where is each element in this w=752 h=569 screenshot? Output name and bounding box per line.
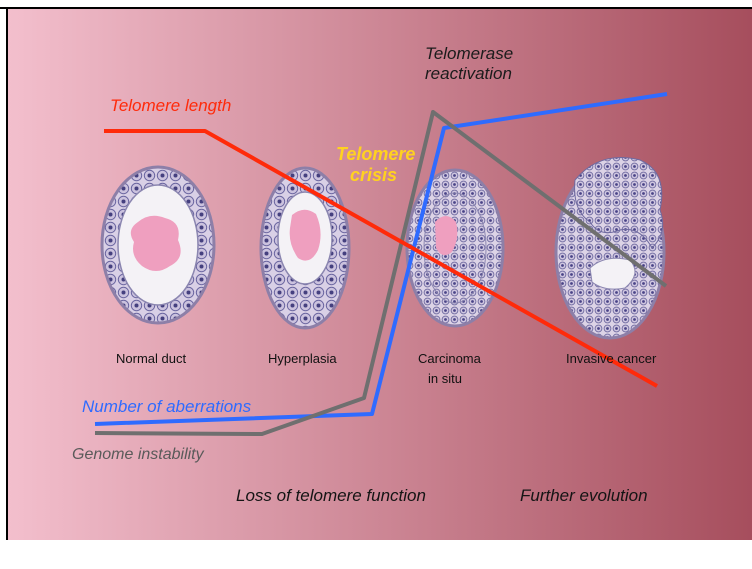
frame-top-edge [0, 7, 752, 9]
hyperplasia-illustration [261, 168, 349, 328]
stage-label-normal-duct: Normal duct [116, 350, 186, 367]
number-of-aberrations-label: Number of aberrations [82, 397, 251, 417]
telomere-crisis-label-2: crisis [350, 165, 397, 186]
carcinoma-illustration [407, 170, 503, 326]
genome-instability-label: Genome instability [72, 446, 204, 464]
stage-label-hyperplasia: Hyperplasia [268, 350, 337, 367]
telomere-crisis-label-1: Telomere [336, 144, 415, 165]
telomerase-reactivation-label-2: reactivation [425, 64, 512, 84]
loss-of-telomere-function-label: Loss of telomere function [236, 486, 426, 506]
further-evolution-label: Further evolution [520, 486, 648, 506]
stage-label-carcinoma-1: Carcinoma [418, 350, 481, 367]
normal-duct-illustration [102, 167, 214, 323]
telomere-length-label: Telomere length [110, 96, 231, 116]
telomerase-reactivation-label-1: Telomerase [425, 44, 513, 64]
frame-left-edge [6, 7, 8, 540]
stage-label-invasive-cancer: Invasive cancer [566, 350, 656, 367]
stage-label-carcinoma-2: in situ [428, 370, 462, 387]
